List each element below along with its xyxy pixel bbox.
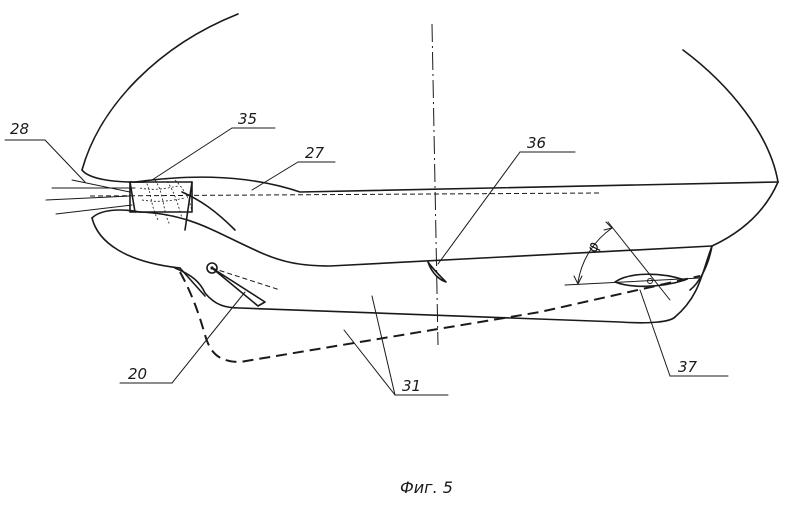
intake-28-35	[45, 177, 193, 231]
foil-37	[564, 221, 701, 301]
label-angle-phi: φ	[583, 240, 603, 254]
chord-line	[89, 192, 601, 197]
hinge-20	[206, 262, 281, 307]
fin-36	[427, 261, 447, 283]
leader-lines	[4, 127, 729, 396]
hull-outline	[81, 13, 779, 318]
label-37: 37	[678, 358, 698, 376]
label-28: 28	[10, 120, 29, 138]
float-31	[174, 267, 676, 324]
label-36: 36	[527, 134, 546, 152]
fairing-27	[134, 176, 779, 267]
label-20: 20	[128, 365, 147, 383]
label-31: 31	[402, 377, 421, 395]
label-35: 35	[238, 110, 257, 128]
figure-caption: Фиг. 5	[400, 478, 453, 497]
float-extended-dashed	[179, 271, 701, 364]
reference-labels: 28 35 27 36 20 31 37 φ	[10, 110, 698, 395]
center-axis	[431, 23, 439, 346]
label-27: 27	[305, 144, 325, 162]
